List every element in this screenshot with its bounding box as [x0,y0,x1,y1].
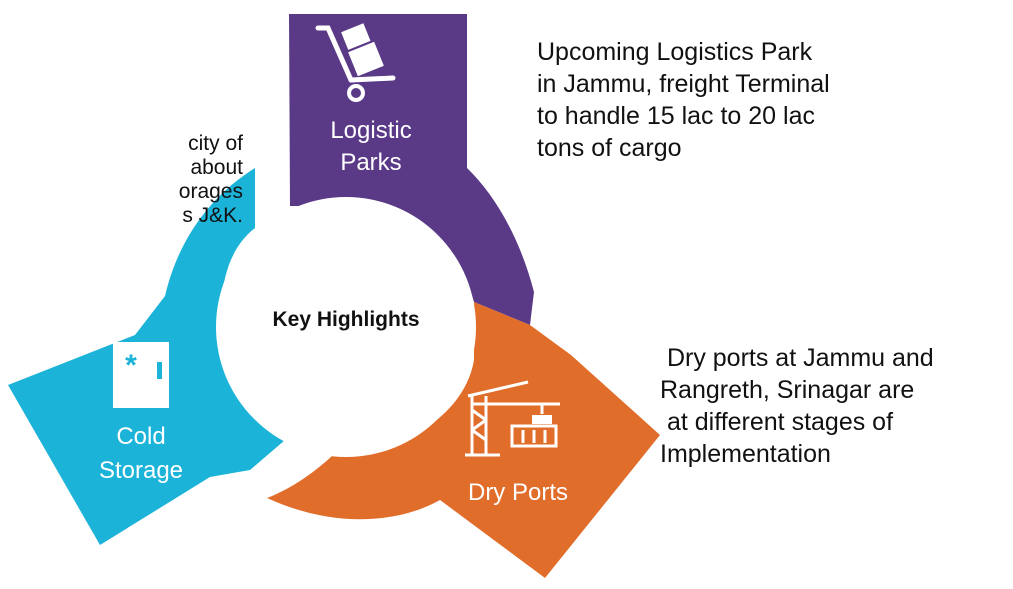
dry-ports-segment [267,302,660,578]
cold-storage-description-line: city of [188,132,243,155]
dry-ports-description-line: Implementation [660,440,831,468]
cold-storage-description-line: orages [178,180,243,203]
logistic-parks-description: Upcoming Logistics Park in Jammu, freigh… [537,36,830,164]
dry-ports-description: Dry ports at Jammu and Rangreth, Srinaga… [660,342,934,470]
cold-storage-description: city of about orages s J&K. [179,132,243,228]
refrigerator-icon: * [113,342,169,408]
dry-ports-description-line: Rangreth, Srinagar are [660,376,915,404]
logistic-parks-description-line: in Jammu, freight Terminal [537,70,830,98]
logistic-parks-label-line-1: Logistic [330,117,411,144]
logistic-parks-description-line: tons of cargo [537,134,682,162]
dry-ports-description-line: at different stages of [660,408,894,436]
cold-storage-description-line: s J&K. [182,204,243,227]
cold-storage-label-line-1: Cold [116,423,165,450]
center-label: Key Highlights [272,308,419,331]
port-crane-icon [465,380,560,457]
logistic-parks-label-line-2: Parks [340,149,401,176]
svg-text:*: * [125,349,137,382]
cold-storage-label-line-2: Storage [99,457,183,484]
logistic-parks-description-line: to handle 15 lac to 20 lac [537,102,815,130]
cold-storage-description-line: about [190,156,243,179]
dry-ports-description-line: Dry ports at Jammu and [660,344,934,372]
center-circle [216,197,476,457]
logistic-parks-description-line: Upcoming Logistics Park [537,38,813,66]
hand-truck-icon [315,23,396,102]
dry-ports-label: Dry Ports [468,479,568,506]
